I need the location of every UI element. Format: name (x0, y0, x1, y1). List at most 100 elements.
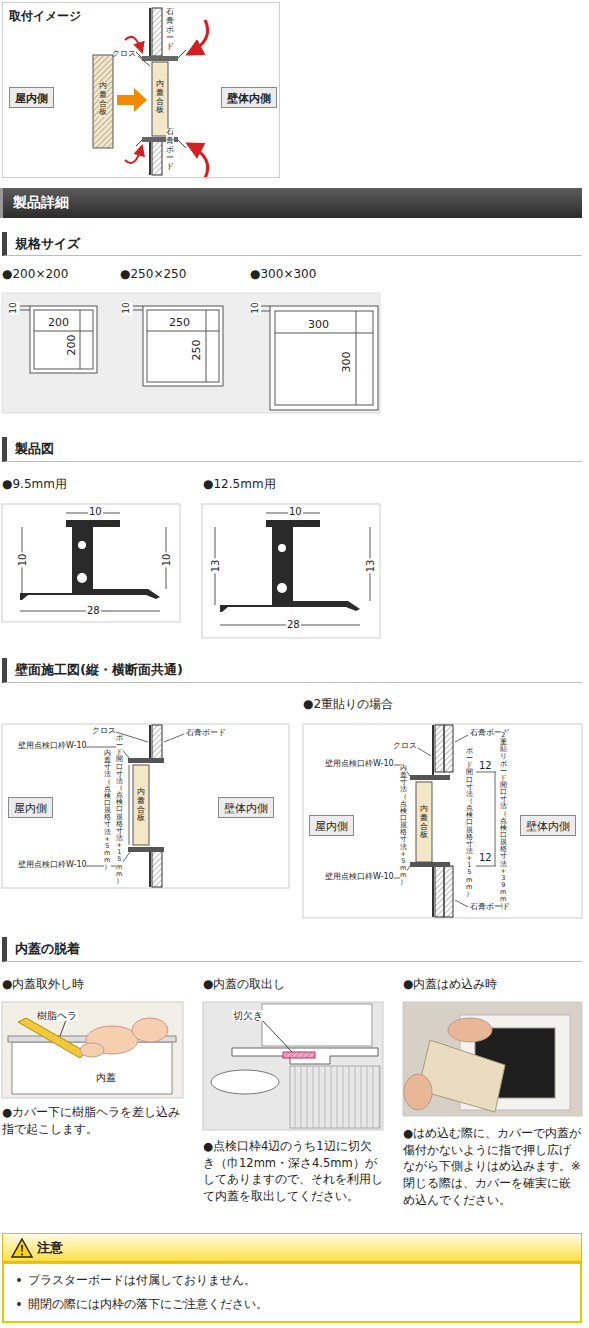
wall-section-right (416, 782, 432, 862)
heading-band: 規格サイズ (2, 232, 582, 256)
size-caption: ●200×200 (2, 267, 68, 281)
install-image (142, 56, 178, 61)
part-name: 石膏ボード (186, 729, 226, 738)
detach-illustrations (283, 1052, 315, 1058)
wall-section-right (495, 772, 496, 866)
size-squares (80, 310, 81, 369)
side-box: 屋内側 (9, 87, 54, 108)
detach-illustrations (18, 1018, 86, 1058)
detach-illustrations (262, 1004, 372, 1046)
step-caption: ●内蓋取外し時 (2, 977, 84, 991)
dimension: 28 (286, 619, 301, 630)
install-image (117, 88, 147, 112)
wall-section-right (432, 725, 434, 776)
frame-profiles (220, 520, 360, 612)
step-text: ●はめ込む際に、カバーで内蓋が傷付かないように指で押し広げながら下側よりはめ込み… (403, 1125, 582, 1208)
detach-illustrations (132, 1018, 168, 1042)
wall-section-right (476, 772, 496, 773)
dimension: 300 (307, 319, 330, 331)
dimension: 12 (478, 760, 493, 771)
install-image (125, 146, 142, 163)
frame-profiles (78, 541, 86, 549)
install-image (188, 20, 208, 54)
dimension: 10 (161, 553, 172, 568)
dimension: 13 (365, 559, 376, 574)
size-squares (133, 310, 143, 311)
size-caption: ●250×250 (120, 267, 186, 281)
part-name: 壁用点検口枠W-10 (325, 760, 394, 769)
frame-profiles (2, 504, 180, 622)
dimension: 12 (478, 852, 493, 863)
node-text: 屋内側 (14, 802, 47, 815)
size-squares (133, 306, 143, 307)
step-text: ●点検口枠4辺のうち1辺に切欠き（巾12mm・深さ4.5mm）がしてありますので… (203, 1138, 383, 1205)
dimension: 250 (191, 339, 203, 362)
frame-profiles (277, 583, 287, 593)
detach-illustrations (203, 1002, 383, 1130)
detach-illustrations (262, 1020, 292, 1052)
node-text: 取付イメージ (9, 9, 81, 23)
dimension-note: 内蓋寸法（点検口規格寸法+5mm） (400, 765, 407, 886)
size-squares (34, 331, 93, 332)
detach-illustrations (2, 1002, 183, 1098)
note-item: 開閉の際には内枠の落下にご注意ください。 (28, 1296, 572, 1313)
heading-band: 壁面施工図(縦・横断面共通) (2, 658, 582, 683)
side-box: 壁体内側 (218, 797, 274, 818)
wall-section-right (418, 748, 431, 756)
dimension: 28 (86, 605, 101, 616)
size-squares (20, 306, 30, 307)
caution-notes: プラスターボードは付属しておりません。開閉の際には内枠の落下にご注意ください。 (2, 1262, 582, 1323)
install-image (93, 8, 208, 178)
caution-banner: 注意 (2, 1233, 582, 1262)
heading-band: 製品図 (2, 437, 582, 462)
dimension-note: 内蓋寸法（点検口規格寸法+5mm） (104, 750, 111, 871)
wall-section-left (2, 724, 289, 888)
part-name: クロス (112, 50, 136, 59)
part-name: 内蓋合板 (156, 80, 164, 115)
wall-section-left (149, 725, 151, 762)
node-text: 内蓋の脱着 (15, 940, 80, 958)
wall-section-right (303, 724, 582, 918)
detach-illustrations (448, 1018, 492, 1042)
size-squares (2, 293, 380, 413)
detach-illustrations (80, 1043, 104, 1057)
part-name: クロス (393, 742, 417, 751)
wall-section-left (2, 724, 289, 888)
warning-icon (11, 1238, 33, 1258)
detach-illustrations (232, 1048, 378, 1064)
install-image (136, 50, 186, 148)
node-text: 壁体内側 (227, 92, 271, 105)
node-text: 注意 (37, 1239, 63, 1257)
node-text: 製品図 (15, 440, 54, 458)
detach-illustrations (290, 1066, 380, 1128)
detach-illustrations (404, 1074, 432, 1110)
frame-profiles (77, 573, 87, 583)
part-name: 切欠き (232, 1010, 264, 1021)
part-name: 内蓋合板 (137, 788, 145, 823)
part-name: 壁用点検口枠W-10 (18, 861, 87, 870)
size-squares (20, 310, 30, 311)
dimension: 200 (47, 317, 70, 329)
frame-profiles (202, 504, 380, 638)
dimension-note: 2重貼りボード開口寸法（点検口規格寸法+39mm） (500, 732, 507, 911)
install-image (149, 8, 151, 60)
size-squares (261, 311, 270, 312)
detach-illustrations (283, 1052, 315, 1058)
wall-section-left (129, 765, 130, 845)
dimension: 10 (17, 553, 28, 568)
warning-icon (21, 1245, 23, 1255)
detach-illustrations (12, 1042, 172, 1094)
wall-section-left (128, 847, 164, 852)
part-name: 内蓋合板 (420, 805, 428, 840)
wall-section-left (152, 848, 162, 887)
part-name: 壁用点検口枠W-10 (325, 873, 394, 882)
part-name: 石膏ボード (166, 8, 174, 52)
step-caption: ●内蓋はめ込み時 (403, 977, 497, 991)
part-name: 内蓋合板 (99, 82, 107, 117)
dimension-note: ボード開口寸法（点検口規格寸法+15mm） (116, 735, 123, 885)
install-image (138, 56, 150, 66)
wall-section-left (133, 765, 149, 845)
size-squares (143, 306, 223, 386)
wall-section-left (164, 734, 184, 742)
heading-band: 内蓋の脱着 (2, 937, 582, 962)
